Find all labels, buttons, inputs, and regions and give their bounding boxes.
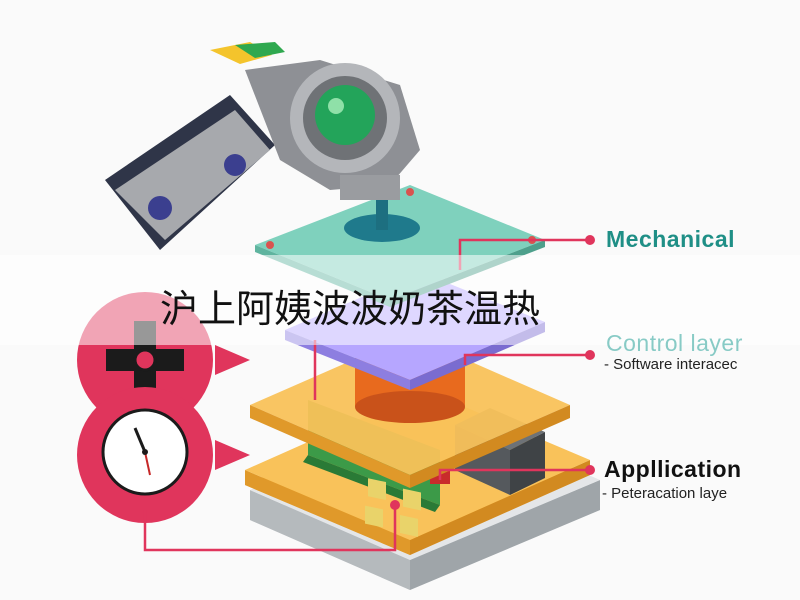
layer-subtitle-application: - Peteracation laye [602,485,728,502]
robot-arm-icon [105,42,420,250]
layer-title-application: Appllication [604,456,742,482]
clock-icon [77,387,250,523]
title-overlay-band [0,255,800,345]
layer-subtitle-control: - Software interacec [604,356,738,373]
control-plate [250,335,570,488]
connector-dots [390,235,595,510]
overlay-title: 沪上阿姨波波奶茶温热 [160,287,541,331]
layer-title-control: Control layer [606,330,743,356]
layer-title-mechanical: Mechanical [606,226,735,252]
